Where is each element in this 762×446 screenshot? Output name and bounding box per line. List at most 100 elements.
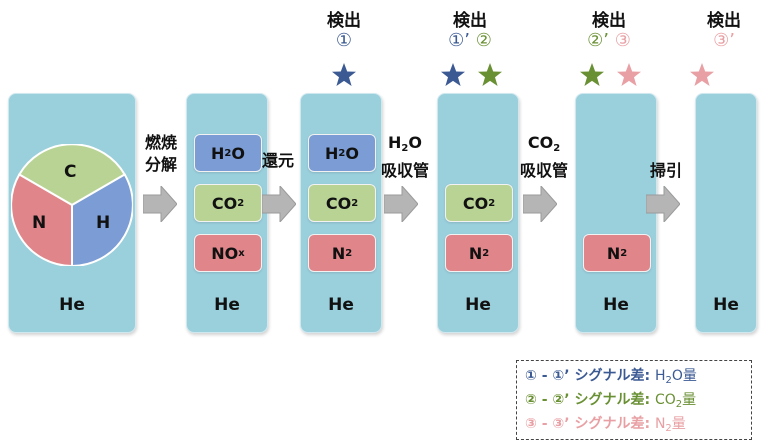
gas-co2-main: CO bbox=[211, 193, 238, 213]
detection-label: 検出 bbox=[707, 11, 741, 31]
gas-co2-main: CO bbox=[462, 193, 489, 213]
gas-nox-sub: x bbox=[238, 247, 245, 259]
mark-1-prime: ①’ bbox=[448, 30, 470, 51]
gas-h2o-main: H bbox=[325, 143, 339, 163]
mark-1: ① bbox=[335, 30, 353, 51]
detection-label: 検出 bbox=[592, 11, 626, 31]
step-reduction: 還元 bbox=[261, 151, 294, 170]
flow-arrow bbox=[523, 186, 557, 222]
carrier-gas-label: He bbox=[59, 295, 85, 315]
legend-row-n2-prefix: ③ - ③’ シグナル差: bbox=[525, 416, 651, 432]
gas-h2o-tail: O bbox=[231, 143, 245, 163]
detection-marks: ① bbox=[309, 30, 379, 51]
carrier-gas-label: He bbox=[328, 295, 354, 315]
gas-h2o-sub: 2 bbox=[338, 147, 346, 159]
step-h2o-main: H bbox=[388, 133, 402, 152]
detection-marks: ①’ ② bbox=[435, 30, 505, 51]
pie-slice-c bbox=[17, 144, 127, 207]
step-h2o-trap-line2: 吸収管 bbox=[380, 161, 429, 180]
gas-co2-sub: 2 bbox=[237, 197, 245, 209]
legend-n2-main: N bbox=[654, 416, 666, 432]
step-h2o-tail: O bbox=[408, 133, 422, 152]
sample-column: C N H He bbox=[8, 93, 136, 333]
legend-co2-main: CO bbox=[654, 392, 676, 408]
step-co2-trap: CO2 吸収管 bbox=[509, 132, 579, 182]
mark-2: ② bbox=[475, 30, 492, 51]
elements-pie bbox=[11, 144, 133, 266]
flow-arrow bbox=[646, 186, 680, 222]
step-combustion: 燃焼 分解 bbox=[136, 132, 186, 176]
step-combustion-line2: 分解 bbox=[144, 155, 177, 174]
detection-marks: ③’ bbox=[689, 30, 759, 51]
flow-arrow bbox=[384, 186, 418, 222]
gas-n2-main: N bbox=[606, 243, 621, 263]
gas-h2o-tail: O bbox=[345, 143, 359, 163]
pie-label-h: H bbox=[96, 213, 111, 233]
signal-legend: ① - ①’ シグナル差: H2O量 ② - ②’ シグナル差: CO2量 ③ … bbox=[516, 360, 752, 440]
mark-3-prime: ③’ bbox=[713, 30, 735, 51]
legend-row-n2: ③ - ③’ シグナル差: N2量 bbox=[525, 412, 743, 436]
legend-h2o-sub: 2 bbox=[665, 375, 672, 386]
step-co2-main: CO bbox=[527, 133, 554, 152]
star-pink-icon bbox=[617, 63, 641, 86]
star-blue-icon bbox=[332, 63, 356, 86]
step-h2o-trap: H2O 吸収管 bbox=[370, 132, 440, 182]
carrier-gas-label: He bbox=[465, 295, 491, 315]
flow-arrow bbox=[262, 186, 296, 222]
pie-slice-h bbox=[71, 173, 133, 266]
legend-row-co2-prefix: ② - ②’ シグナル差: bbox=[525, 392, 651, 408]
legend-row-n2-value: N2量 bbox=[654, 416, 686, 434]
legend-row-h2o: ① - ①’ シグナル差: H2O量 bbox=[525, 364, 743, 388]
gas-nox-main: NO bbox=[211, 243, 239, 263]
step-co2-sub: 2 bbox=[553, 143, 561, 154]
mark-2-prime: ②’ bbox=[587, 30, 609, 51]
step-co2-trap-line2: 吸収管 bbox=[519, 161, 568, 180]
gas-h2o-sub: 2 bbox=[224, 147, 232, 159]
carrier-gas-label: He bbox=[603, 295, 629, 315]
gas-n2-main: N bbox=[468, 243, 483, 263]
step-purge: 掃引 bbox=[649, 161, 682, 180]
flow-arrow bbox=[143, 186, 177, 222]
gas-n2-sub: 2 bbox=[345, 247, 353, 259]
legend-h2o-tail: O量 bbox=[671, 368, 697, 384]
pie-slice-n bbox=[11, 173, 73, 266]
legend-row-co2-value: CO2量 bbox=[654, 392, 697, 410]
pie-label-c: C bbox=[64, 162, 77, 182]
step-combustion-line1: 燃焼 bbox=[144, 133, 177, 152]
legend-row-h2o-value: H2O量 bbox=[655, 368, 697, 386]
column-after-purge: He bbox=[695, 93, 757, 333]
star-pink-icon bbox=[690, 63, 714, 86]
legend-row-h2o-prefix: ① - ①’ シグナル差: bbox=[525, 368, 651, 384]
gas-h2o-main: H bbox=[211, 143, 225, 163]
legend-row-co2: ② - ②’ シグナル差: CO2量 bbox=[525, 388, 743, 412]
gas-n2-sub: 2 bbox=[620, 247, 628, 259]
legend-co2-tail: 量 bbox=[682, 392, 697, 408]
mark-3: ③ bbox=[614, 30, 631, 51]
star-blue-icon bbox=[441, 63, 465, 86]
step-co2-trap-line1: CO2 bbox=[509, 132, 579, 160]
detection-label: 検出 bbox=[453, 11, 487, 31]
legend-n2-tail: 量 bbox=[671, 416, 686, 432]
step-h2o-trap-line1: H2O bbox=[370, 132, 440, 160]
legend-co2-sub: 2 bbox=[675, 399, 683, 410]
gas-n2-main: N bbox=[331, 243, 346, 263]
gas-co2-sub: 2 bbox=[488, 197, 496, 209]
gas-n2-sub: 2 bbox=[482, 247, 490, 259]
carrier-gas-label: He bbox=[214, 295, 240, 315]
star-green-icon bbox=[478, 63, 502, 86]
carrier-gas-label: He bbox=[713, 295, 739, 315]
legend-n2-sub: 2 bbox=[665, 423, 672, 434]
